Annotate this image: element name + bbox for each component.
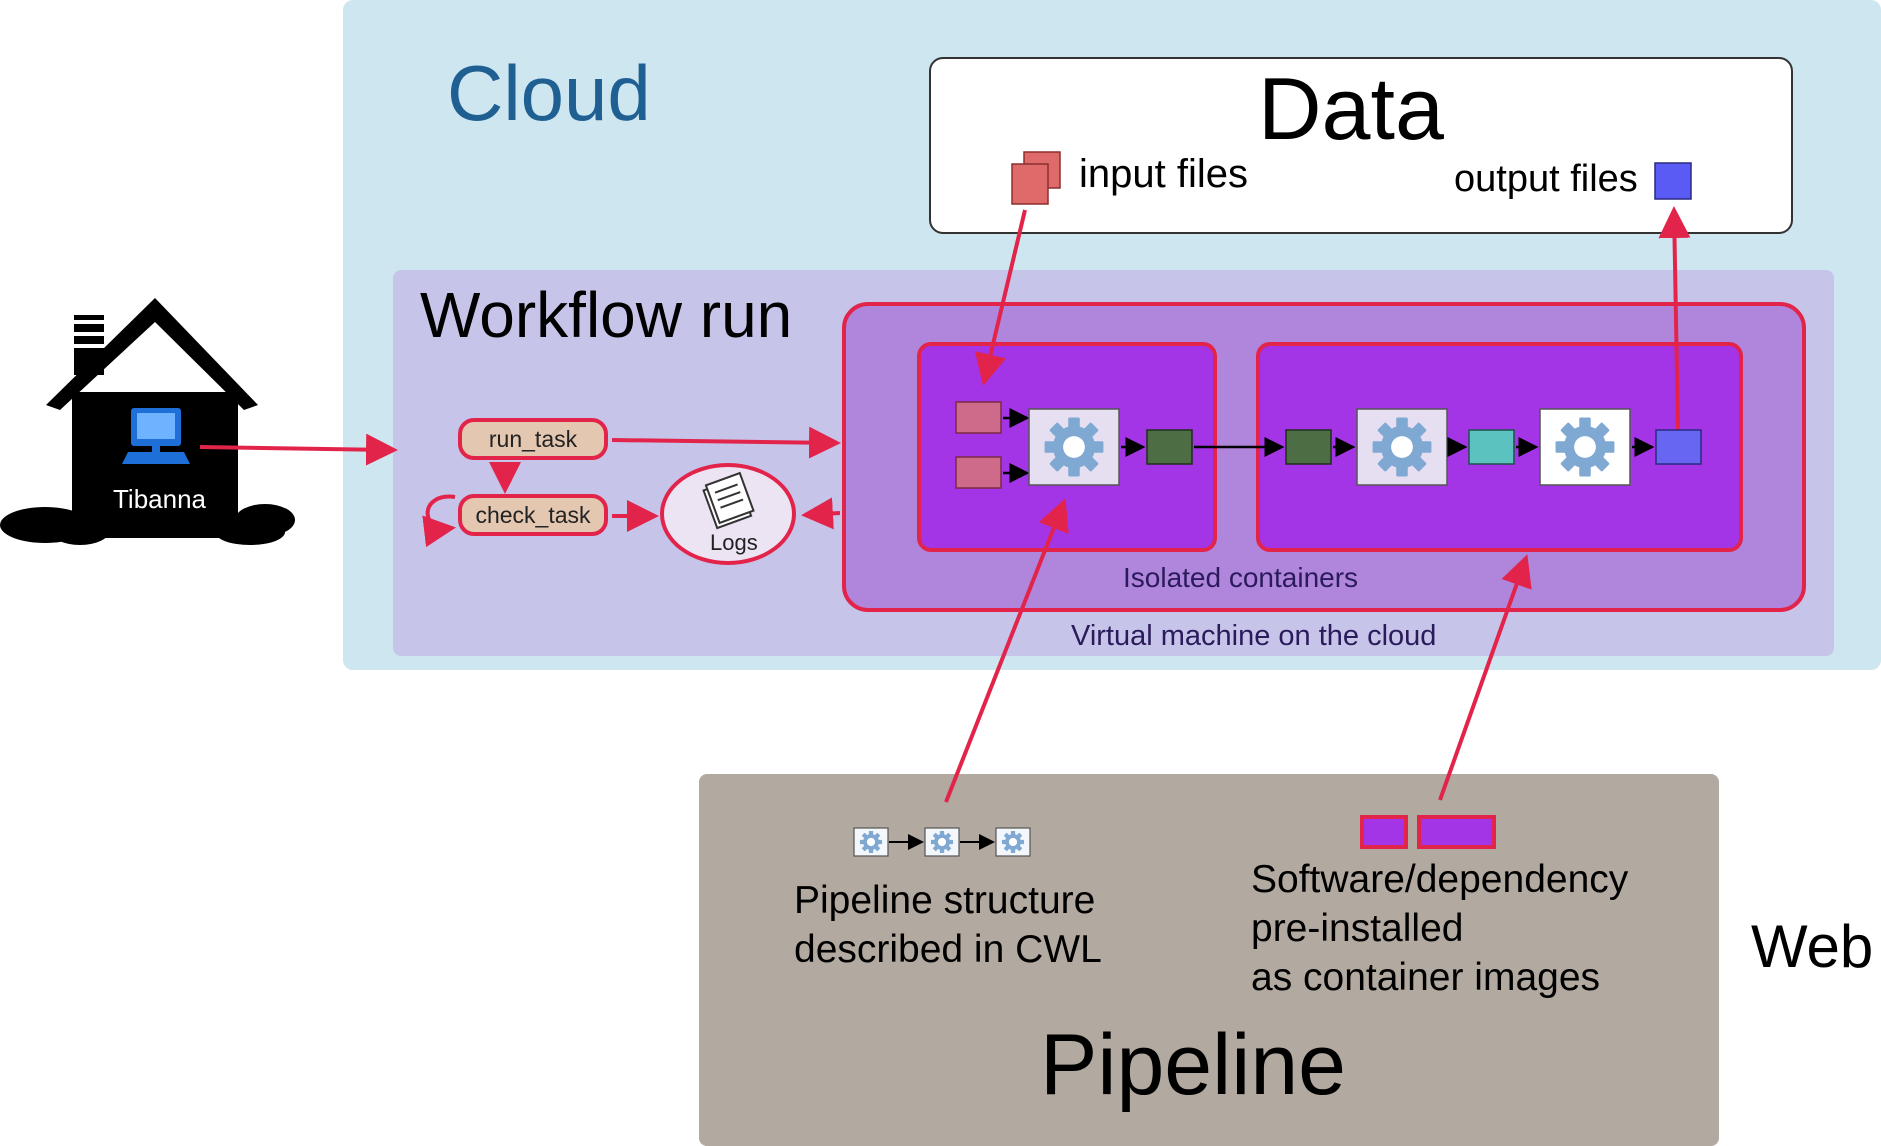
computer-icon [122,408,190,464]
software-dependency-text: Software/dependency pre-installed as con… [1251,855,1628,1002]
logs-label: Logs [710,530,758,555]
pipeline-structure-text: Pipeline structure described in CWL [794,876,1102,974]
software-line-3: as container images [1251,956,1601,999]
cwl-chain-icon [853,827,1031,857]
file-stack-icon [1011,151,1061,205]
web-label: Web [1751,913,1874,980]
virtual-machine-label: Virtual machine on the cloud [1071,620,1437,652]
software-line-2: pre-installed [1251,907,1464,950]
container-1-contents [955,401,1193,489]
container-image-icon [1360,815,1496,849]
data-box [929,57,1793,234]
gear-icon [1555,417,1615,477]
red-arrows [199,206,1691,803]
gear-icon [1044,417,1104,477]
input-files-label: input files [1079,152,1248,196]
data-title: Data [1258,59,1444,158]
software-line-1: Software/dependency [1251,858,1629,901]
tibanna-label: Tibanna [113,484,206,514]
container-2-contents [1285,408,1702,486]
gear-icon [1372,417,1432,477]
output-file-icon [1654,162,1692,200]
pipeline-structure-line-1: Pipeline structure [794,879,1096,922]
check-task-node: check_task [458,494,608,536]
cloud-label: Cloud [447,49,651,137]
logs-icon [702,471,755,530]
output-files-label: output files [1454,158,1638,200]
workflow-run-label: Workflow run [420,279,793,351]
pipeline-structure-line-2: described in CWL [794,928,1102,971]
isolated-containers-label: Isolated containers [1123,562,1359,593]
run-task-node: run_task [458,418,608,460]
pipeline-title: Pipeline [1040,1017,1346,1113]
